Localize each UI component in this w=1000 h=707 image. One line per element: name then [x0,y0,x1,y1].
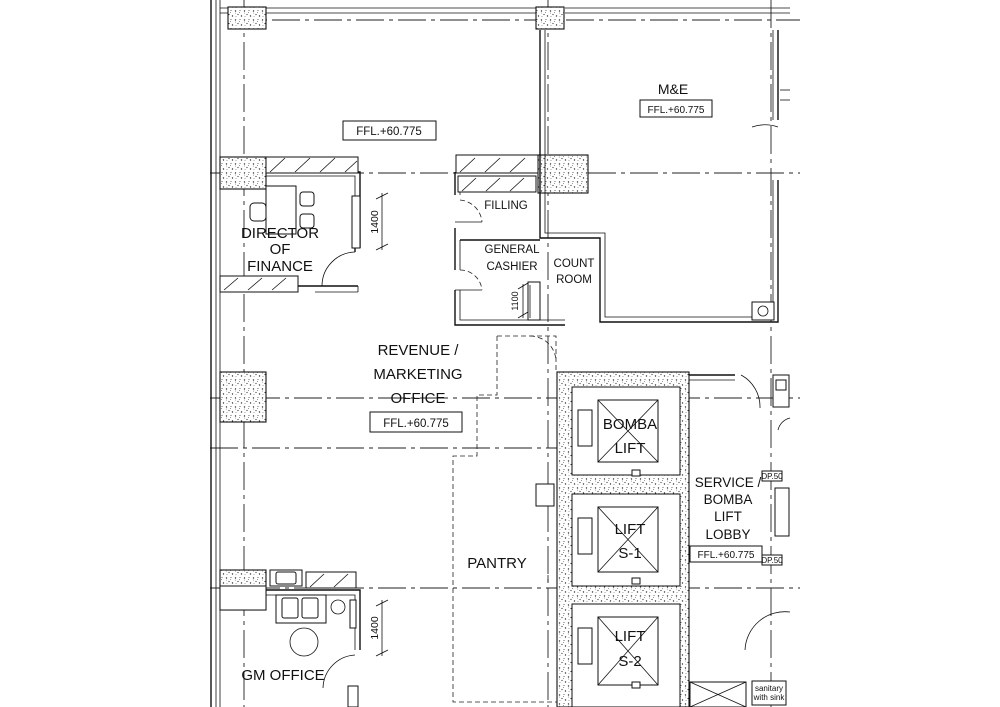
level-tag-me-box [639,99,713,118]
room-label-cashier-2: CASHIER [486,261,537,273]
exterior-wall [210,0,790,707]
dimension-gm-door: 1400 [369,616,381,640]
tag-sanitary-2: with sink [753,693,786,702]
room-label-gm-office: GM OFFICE [241,667,324,684]
room-label-revenue-1: REVENUE / [378,342,460,359]
director-office [219,156,389,293]
room-label-lobby-1: SERVICE / [695,475,762,490]
cashier-rooms [454,154,565,361]
dimension-cashier-door: 1100 [510,291,520,310]
structural-columns [219,6,589,611]
dimension-director-door: 1400 [369,210,381,234]
level-tag-revenue-box [369,411,463,433]
tag-sanitary-1: sanitary [755,684,783,693]
room-label-lobby-2: BOMBA [704,492,753,507]
level-tag-me: FFL.+60.775 [648,105,705,116]
room-label-lobby-3: LIFT [714,509,742,524]
lift-core [556,371,761,707]
room-label-pantry: PANTRY [467,555,526,572]
gm-office [219,569,389,707]
room-label-lift-s1-2: S-1 [618,545,641,562]
level-tag-lobby: FFL.+60.775 [698,550,755,561]
tag-dp50-a: DP.50 [761,472,783,481]
room-label-director-3: FINANCE [247,258,313,275]
room-label-count-2: ROOM [556,274,592,286]
room-label-lobby-4: LOBBY [705,527,750,542]
room-label-lift-s2-1: LIFT [615,628,646,645]
room-label-director-2: OF [270,241,291,258]
room-label-revenue-3: OFFICE [391,390,446,407]
room-label-lift-s2-2: S-2 [618,653,641,670]
room-label-lift-s1-1: LIFT [615,521,646,538]
pantry-area [452,335,558,703]
level-tag-top-box [342,120,437,141]
room-label-bomba-1: BOMBA [603,416,657,433]
tag-dp50-b: DP.50 [761,556,783,565]
me-room-walls [539,30,790,323]
level-tag-top: FFL.+60.775 [356,126,422,138]
room-label-filling: FILLING [484,200,528,212]
room-label-director-1: DIRECTOR [241,225,319,242]
room-label-bomba-2: LIFT [615,440,646,457]
room-label-count-1: COUNT [554,258,595,270]
service-lobby-details [689,374,791,707]
room-label-cashier-1: GENERAL [485,244,541,256]
room-label-revenue-2: MARKETING [373,366,462,383]
level-tag-revenue: FFL.+60.775 [383,418,449,430]
room-label-me: M&E [658,81,688,97]
level-tag-lobby-box [689,545,763,563]
